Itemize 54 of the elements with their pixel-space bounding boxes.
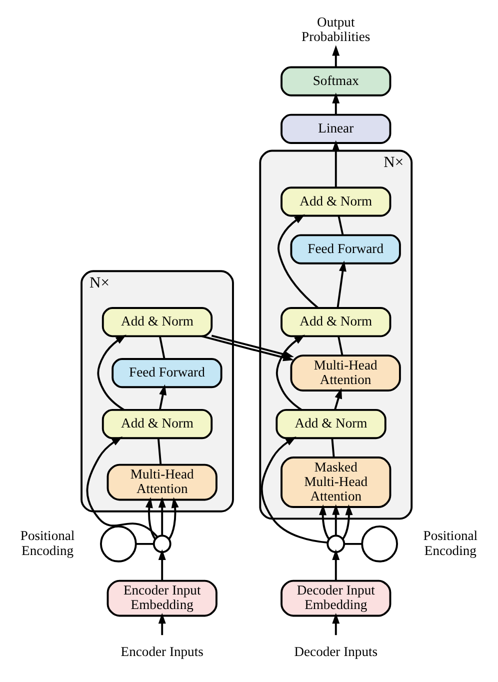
node-label: Positional Encoding (423, 528, 478, 558)
node-label: N× (384, 154, 404, 171)
arrow (342, 504, 353, 540)
arrow (158, 548, 166, 580)
arrow (158, 496, 166, 536)
node-circle (361, 524, 398, 562)
node-box: Encoder Input Embedding (106, 579, 218, 616)
connector (338, 336, 344, 356)
connector (136, 542, 154, 544)
arrow (168, 496, 179, 540)
node-box: Add & Norm (280, 186, 392, 216)
arrow (336, 260, 346, 308)
arrow (86, 436, 158, 537)
connector (331, 438, 335, 457)
arrow (332, 44, 340, 67)
node-circle (100, 524, 137, 562)
connector (338, 215, 344, 235)
node-box: Feed Forward (290, 234, 401, 264)
node-circle (152, 534, 172, 553)
arrow (145, 496, 156, 540)
node-text: Output Probabilities (302, 14, 370, 44)
arrow (260, 436, 328, 544)
node-text: Encoder Inputs (120, 644, 204, 659)
arrow (332, 92, 340, 114)
connector (158, 336, 166, 359)
node-box: Linear (280, 113, 392, 144)
node-box: Add & Norm (102, 306, 213, 337)
node-box: Add & Norm (280, 306, 392, 337)
node-box: Softmax (280, 66, 392, 96)
arrow (332, 504, 340, 536)
node-box: Add & Norm (276, 408, 386, 439)
connector (344, 542, 362, 544)
node-circle (326, 534, 346, 553)
arrow (332, 140, 340, 187)
node-box: Decoder Input Embedding (280, 579, 392, 616)
arrow (319, 504, 330, 540)
node-box: Feed Forward (112, 358, 222, 388)
connector (157, 438, 162, 464)
arrow (158, 612, 166, 635)
cluster (80, 270, 234, 512)
node-label: N× (90, 274, 110, 291)
node-box: Multi-Head Attention (106, 463, 218, 500)
arrow (278, 214, 319, 308)
node-box: Add & Norm (102, 408, 213, 439)
node-label: Positional Encoding (20, 528, 75, 558)
arrow (158, 384, 167, 410)
arrow (332, 548, 340, 580)
node-box: Masked Multi-Head Attention (280, 456, 392, 508)
arrow (332, 612, 340, 635)
arrow (211, 334, 294, 358)
node-box: Multi-Head Attention (290, 354, 401, 391)
arrow (334, 387, 342, 410)
node-text: Decoder Inputs (294, 644, 378, 659)
arrow (97, 334, 126, 410)
